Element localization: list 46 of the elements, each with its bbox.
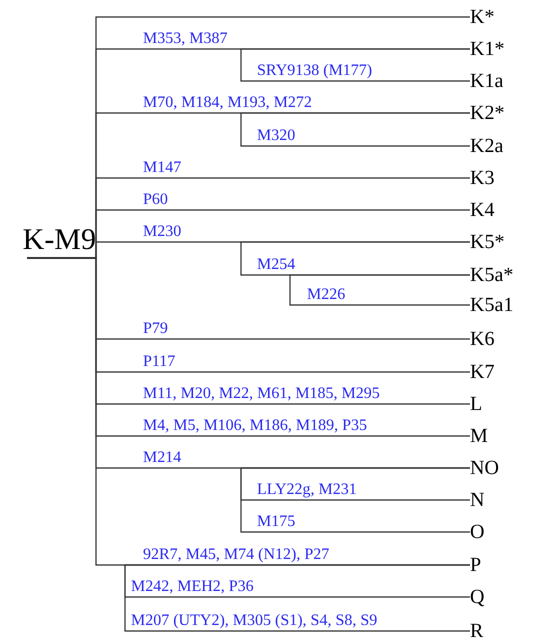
haplogroup-label: K1*	[470, 38, 504, 60]
haplogroup-label: R	[470, 620, 484, 642]
haplogroup-label: O	[470, 521, 484, 543]
marker-label: M70, M184, M193, M272	[143, 95, 312, 111]
marker-label: M230	[143, 224, 182, 240]
haplogroup-label: K4	[470, 199, 494, 221]
marker-label: P60	[143, 192, 168, 208]
tree-branch	[240, 467, 470, 533]
haplogroup-label: K2a	[470, 135, 504, 157]
marker-label: M254	[257, 257, 296, 273]
haplogroup-label: K5a1	[470, 294, 514, 316]
marker-label: M175	[257, 514, 296, 530]
marker-label: SRY9138 (M177)	[257, 63, 372, 79]
marker-label: M242, MEH2, P36	[131, 579, 254, 595]
haplogroup-label: M	[470, 425, 488, 447]
haplogroup-label: P	[470, 554, 482, 576]
haplogroup-label: K6	[470, 328, 494, 350]
root-label: K-M9	[6, 222, 96, 258]
marker-label: LLY22g, M231	[257, 482, 357, 498]
marker-label: P117	[143, 354, 176, 370]
marker-label: M226	[307, 287, 346, 303]
marker-label: M207 (UTY2), M305 (S1), S4, S8, S9	[131, 613, 378, 629]
tree-branch	[240, 241, 470, 276]
haplogroup-label: N	[470, 489, 484, 511]
haplogroup-label: Q	[470, 586, 484, 608]
haplogroup-label: NO	[470, 457, 499, 479]
tree-branch	[240, 112, 470, 147]
tree-branch	[289, 274, 470, 306]
haplogroup-label: K2*	[470, 102, 504, 124]
haplogroup-label: K1a	[470, 70, 504, 92]
marker-label: M147	[143, 160, 182, 176]
marker-label: M320	[257, 128, 296, 144]
tree-branch	[124, 564, 470, 632]
marker-label: M11, M20, M22, M61, M185, M295	[143, 386, 380, 402]
haplogroup-label: K5*	[470, 231, 504, 253]
marker-label: M4, M5, M106, M186, M189, P35	[143, 418, 368, 434]
haplogroup-label: K*	[470, 6, 494, 28]
marker-label: P79	[143, 321, 168, 337]
haplogroup-label: K7	[470, 361, 494, 383]
tree-branch	[240, 48, 470, 82]
haplogroup-label: K5a*	[470, 264, 514, 286]
marker-label: M353, M387	[143, 31, 228, 47]
marker-label: M214	[143, 450, 182, 466]
haplogroup-label: L	[470, 393, 482, 415]
haplogroup-label: K3	[470, 167, 494, 189]
marker-label: 92R7, M45, M74 (N12), P27	[143, 547, 330, 563]
